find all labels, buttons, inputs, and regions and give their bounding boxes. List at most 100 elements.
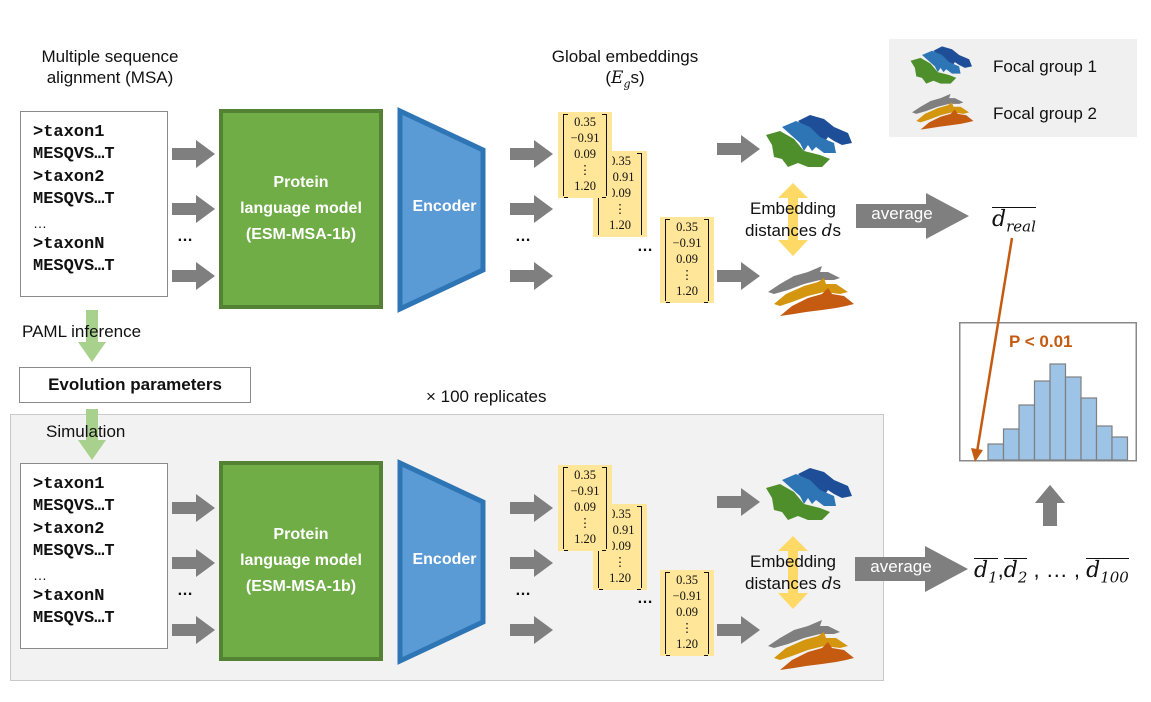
average-label: average <box>871 204 933 223</box>
separator: , … , <box>1027 557 1087 582</box>
separator: , <box>997 557 1004 582</box>
encoder-block-sim <box>397 459 486 665</box>
histogram-bar <box>1111 436 1129 461</box>
vector-value: 1.20 <box>609 218 631 232</box>
average-label: average <box>870 557 932 576</box>
msa-line: … <box>33 214 47 231</box>
embedding-vector: 0.35 −0.91 0.09 ⋮ 1.20 <box>660 570 714 656</box>
average-arrow-sim <box>855 546 968 592</box>
d-symbol: d <box>992 207 1007 232</box>
d-symbol: d <box>974 558 989 583</box>
vector-value: 0.35 <box>609 154 631 168</box>
msa-title-line1: Multiple sequence <box>41 47 179 66</box>
ellipsis: … <box>637 238 654 255</box>
vector-value: −0.91 <box>570 131 600 145</box>
msa-line: >taxon2 <box>33 519 105 539</box>
plm-line1: Protein <box>273 174 329 191</box>
arrow-right-icon <box>172 140 215 168</box>
pvalue-line <box>975 237 1014 453</box>
ellipsis: … <box>515 228 532 245</box>
d-subscript: 100 <box>1100 568 1129 587</box>
arrow-right-icon <box>717 262 760 290</box>
vector-value: 0.09 <box>574 147 596 161</box>
dolphin-icon <box>768 620 854 670</box>
vector-value: 1.20 <box>676 637 698 651</box>
histogram-chart <box>959 322 1137 462</box>
vector-value: −0.91 <box>605 523 635 537</box>
vector-value: 0.35 <box>676 573 698 587</box>
msa-box-real: >taxon1 MESQVS…T >taxon2 MESQVS…T … >tax… <box>20 111 168 297</box>
vector-value: ⋮ <box>613 202 627 216</box>
distance-line2: distances ds <box>736 573 850 595</box>
bat-icon <box>910 46 972 84</box>
msa-line: >taxon1 <box>33 475 105 494</box>
plm-line3: (ESM-MSA-1b) <box>245 578 357 595</box>
arrow-right-icon <box>172 494 215 522</box>
eg-subscript: g <box>623 77 631 91</box>
double-arrow-icon <box>778 536 808 609</box>
distance-line1: Embedding <box>749 552 836 571</box>
distance-label-real: Embedding distances ds <box>736 198 850 242</box>
vector-value: 0.09 <box>676 252 698 266</box>
ellipsis: … <box>515 582 532 599</box>
bat-icon <box>766 468 852 520</box>
distance-prefix: distances <box>745 221 822 240</box>
protein-language-model-block-sim: Protein language model (ESM-MSA-1b) <box>219 461 383 661</box>
eg-suffix: s <box>630 68 639 87</box>
embedding-vector: 0.35 −0.91 0.09 ⋮ 1.20 <box>660 217 714 303</box>
msa-line: >taxon1 <box>33 123 105 142</box>
arrow-right-icon <box>510 616 553 644</box>
encoder-label: Encoder <box>412 551 477 568</box>
vector-value: ⋮ <box>680 621 694 635</box>
encoder-block-real <box>397 107 486 313</box>
vector-value: 0.35 <box>609 507 631 521</box>
vector-value: ⋮ <box>578 516 592 530</box>
vector-value: 0.09 <box>574 500 596 514</box>
arrow-right-icon <box>172 195 215 223</box>
simulation-label: Simulation <box>46 422 126 441</box>
vector-value: ⋮ <box>578 163 592 177</box>
msa-line: >taxonN <box>33 234 105 254</box>
eg-symbol: E <box>611 68 624 88</box>
vector-value: 0.09 <box>609 186 631 200</box>
ellipsis: … <box>637 590 654 607</box>
arrow-right-icon <box>510 549 553 577</box>
msa-title-line2: alignment (MSA) <box>46 68 174 87</box>
arrow-up-icon <box>1035 485 1065 526</box>
d-subscript: 2 <box>1017 568 1028 587</box>
msa-line: MESQVS…T <box>33 145 115 165</box>
plm-line3: (ESM-MSA-1b) <box>245 226 357 243</box>
vector-value: −0.91 <box>570 484 600 498</box>
plm-line1: Protein <box>273 526 329 543</box>
double-arrow-icon <box>778 183 808 256</box>
vector-value: 0.09 <box>676 605 698 619</box>
evolution-parameters-label: Evolution parameters <box>48 375 222 394</box>
arrow-head-icon <box>971 448 983 462</box>
msa-line: MESQVS…T <box>33 497 115 517</box>
vector-value: 1.20 <box>574 179 596 193</box>
d-real-symbol: dreal <box>992 207 1036 234</box>
global-embeddings-line1: Global embeddings <box>551 47 699 66</box>
vector-value: −0.91 <box>672 236 702 250</box>
arrow-down-icon <box>78 414 106 460</box>
vector-value: ⋮ <box>680 268 694 282</box>
plm-line2: language model <box>240 200 362 217</box>
msa-title: Multiple sequence alignment (MSA) <box>20 46 200 88</box>
arrow-right-icon <box>172 262 215 290</box>
arrow-right-icon <box>717 135 760 163</box>
dolphin-icon <box>768 266 854 316</box>
vector-value: 0.09 <box>609 539 631 553</box>
arrow-right-icon <box>172 549 215 577</box>
vector-value: 0.35 <box>574 468 596 482</box>
msa-box-simulated: >taxon1 MESQVS…T >taxon2 MESQVS…T … >tax… <box>20 463 168 649</box>
plm-line2: language model <box>240 552 362 569</box>
vector-value: 0.35 <box>676 220 698 234</box>
msa-line: >taxonN <box>33 586 105 606</box>
bat-icon <box>766 115 852 167</box>
vector-value: 0.35 <box>574 115 596 129</box>
d2-symbol: d2 <box>1003 558 1028 587</box>
protein-language-model-block: Protein language model (ESM-MSA-1b) <box>219 109 383 309</box>
distance-suffix: s <box>832 574 841 593</box>
